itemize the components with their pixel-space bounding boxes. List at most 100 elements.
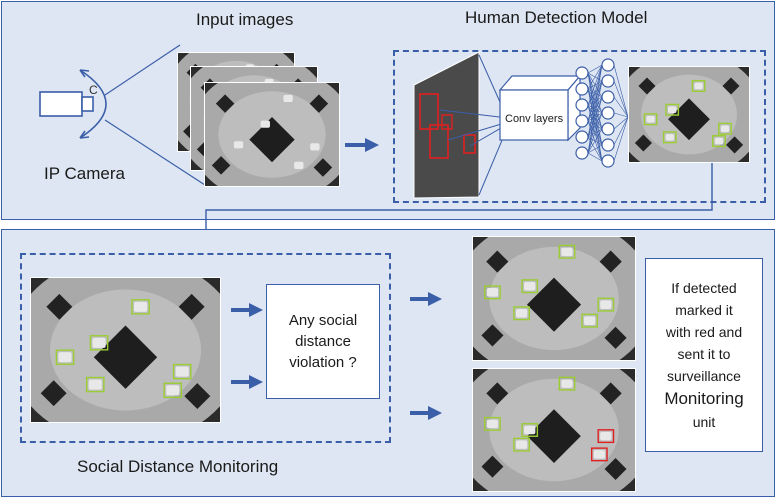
nn-edge [613,116,629,162]
nn-edge [587,72,603,162]
social-distance-monitoring-label: Social Distance Monitoring [77,457,279,476]
person-figure [593,450,606,459]
nn-node [601,106,615,120]
person-figure [668,106,677,114]
nn-edge [587,64,603,74]
nn-edge [587,88,603,162]
nn-node [575,130,589,144]
person-figure [600,431,612,441]
detection-box [597,297,615,312]
detection-box [521,423,539,437]
human-detection-model-label: Human Detection Model [465,8,648,27]
nn-edge [613,80,629,118]
detection-box [419,93,439,130]
detection-box [172,363,192,380]
detection-box [643,113,658,126]
violation-question-box: Any social distance violation ? [266,284,380,399]
model-dashed-box [393,50,766,203]
nn-node [601,74,615,88]
nn-node [601,138,615,152]
nn-node [601,58,615,72]
person-figure [524,281,536,291]
arrow-to-result-bottom [410,406,442,420]
person-figure [665,133,674,141]
nn-node [575,82,589,96]
person-figure [600,300,612,309]
input-image-front [204,82,340,187]
violation-box [590,447,608,462]
person-figure [260,120,270,128]
person-figure [714,137,724,145]
person-figure [720,125,730,133]
nn-node [575,66,589,80]
person-figure [283,94,293,103]
result-line: If detected [671,280,737,296]
nn-edge [587,152,603,162]
person-figure [583,316,596,325]
nn-node [601,122,615,136]
detection-box [558,244,576,259]
person-figure [694,82,703,90]
nn-edge [613,112,629,118]
detection-box [441,114,453,130]
detection-box [513,437,530,452]
person-figure [515,308,528,318]
detection-box [662,131,677,144]
nn-edge [613,116,629,130]
person-figure [294,161,304,170]
nn-edge [613,64,629,118]
person-figure [88,379,102,390]
person-figure [175,366,189,377]
nn-node [601,154,615,168]
detection-box [513,306,530,321]
person-figure [515,440,528,449]
detection-box [581,313,599,328]
detection-output-image [628,66,750,163]
arrow-to-result-top [410,292,442,306]
person-figure [561,247,573,257]
detection-box [718,122,732,135]
result-line: sent it to [677,346,731,362]
detection-box [521,279,539,294]
nn-node [575,98,589,112]
result-line: marked it [675,302,733,318]
person-figure [561,379,573,388]
result-image-violation [472,368,636,492]
nn-edge [613,116,629,146]
nn-edge [587,72,603,98]
detection-input-image [413,51,480,199]
detection-box [85,376,105,393]
person-figure [233,141,244,149]
nn-node [575,114,589,128]
detection-box [429,124,449,159]
person-figure [166,385,180,396]
arrow-to-question-top [231,303,263,317]
nn-edge [587,72,603,146]
ip-camera-label: IP Camera [44,164,125,183]
result-line-big: Monitoring [664,389,744,408]
detection-box [163,382,183,399]
question-line: violation ? [289,354,357,371]
arrow-to-model [345,138,379,152]
person-figure [310,143,320,151]
question-line: Any social [288,312,358,329]
conv-layers-label: Conv layers [505,113,564,125]
detection-box [89,335,109,351]
nn-node [575,146,589,160]
monitoring-dashed-box [20,253,391,443]
person-figure [486,288,499,297]
detection-box [131,299,150,315]
nn-edge [587,136,603,162]
input-images-label: Input images [196,10,294,29]
question-line: distance [295,333,351,350]
nn-edge [613,96,629,118]
detection-box [558,376,576,391]
result-line: surveillance [667,368,741,384]
net-connect-lines [439,54,509,196]
person-figure [58,352,72,363]
result-line: with red and [665,324,743,340]
nn-edge [587,120,603,162]
person-figure [486,419,499,429]
camera-view-lines [104,44,206,186]
person-figure [134,301,148,312]
